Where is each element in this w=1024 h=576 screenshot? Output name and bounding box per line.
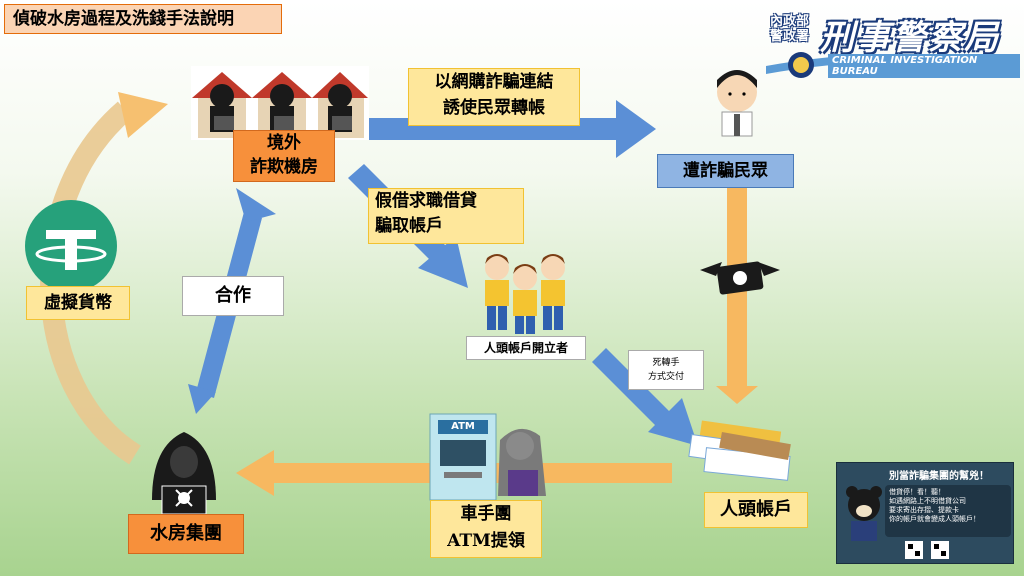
logo-ministry: 內政部 <box>770 14 810 29</box>
cib-logo: 內政部 警政署 刑事警察局 CRIMINAL INVESTIGATION BUR… <box>730 8 1020 80</box>
atm-sign: ATM <box>451 421 475 432</box>
virtual-currency-label: 虛擬貨幣 <box>26 286 130 320</box>
qr-codes-icon <box>905 541 949 559</box>
cooperation-label: 合作 <box>182 276 284 316</box>
online-shopping-label: 以網購詐騙連結 誘使民眾轉帳 <box>408 68 580 126</box>
fake-job-label: 假借求職借貸 騙取帳戶 <box>368 188 524 244</box>
bear-mascot-icon <box>846 486 882 541</box>
mule-account-figure <box>688 420 791 481</box>
logo-police-agency: 警政署 <box>770 29 810 44</box>
laundering-group-label: 水房集團 <box>128 514 244 554</box>
account-opener-label: 人頭帳戶開立者 <box>466 336 586 360</box>
account-opener-figures <box>485 254 565 334</box>
fraud-center-figure <box>191 66 369 140</box>
flying-money-icon <box>700 261 780 295</box>
poster-message: 借貸停！看！聽！ 如遇網路上不明借貸公司 要求寄出存摺、提款卡 你的帳戶就會變成… <box>885 485 1011 537</box>
hacker-figure <box>152 432 216 515</box>
poster-title: 別當詐騙集團的幫兇！ <box>889 471 989 482</box>
logo-cib-name: 刑事警察局 <box>820 18 1000 58</box>
atm-crew-label: 車手團 ATM提領 <box>430 500 542 558</box>
logo-english: CRIMINAL INVESTIGATION BUREAU <box>828 54 1020 78</box>
tether-coin-icon <box>25 200 117 292</box>
page-title: 偵破水房過程及洗錢手法說明 <box>4 4 282 34</box>
fraud-center-label: 境外 詐欺機房 <box>233 130 335 182</box>
police-badge-icon <box>788 52 814 78</box>
arrow-victim-to-mule <box>716 188 758 404</box>
mule-account-label: 人頭帳戶 <box>704 492 808 528</box>
anti-fraud-poster: 別當詐騙集團的幫兇！ 借貸停！看！聽！ 如遇網路上不明借貸公司 要求寄出存摺、提… <box>836 462 1014 564</box>
atm-figure <box>429 413 546 501</box>
victim-figure <box>717 70 757 137</box>
dead-transfer-label: 死轉手 方式交付 <box>628 350 704 390</box>
victim-label: 遭詐騙民眾 <box>657 154 794 188</box>
